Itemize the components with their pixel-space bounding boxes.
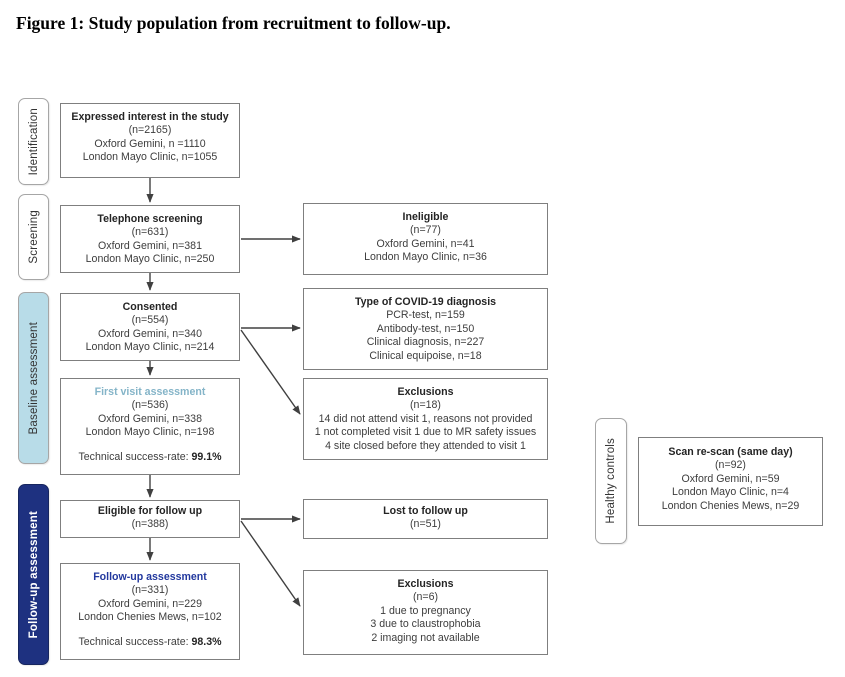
stage-healthy-controls: Healthy controls <box>595 418 627 544</box>
box-line: (n=18) <box>410 399 441 412</box>
box-line: Oxford Gemini, n=338 <box>98 412 202 425</box>
box-lines: (n=51) <box>304 518 547 531</box>
tech-value: 98.3% <box>191 635 222 648</box>
box-line: London Mayo Clinic, n=4 <box>672 486 789 499</box>
box-line: London Mayo Clinic, n=250 <box>85 253 215 266</box>
box-line: Clinical diagnosis, n=227 <box>366 336 485 349</box>
box-line: (n=536) <box>131 399 169 412</box>
box-line: 1 not completed visit 1 due to MR safety… <box>314 426 537 439</box>
stage-screening: Screening <box>18 194 49 280</box>
box-scan-rescan: Scan re-scan (same day) (n=92)Oxford Gem… <box>638 437 823 526</box>
box-line: (n=631) <box>131 226 169 239</box>
box-lines: (n=18)14 did not attend visit 1, reasons… <box>304 399 547 453</box>
box-line: London Chenies Mews, n=102 <box>78 611 222 624</box>
arrow-eligible-to-exclusions <box>240 520 301 607</box>
box-line: Oxford Gemini, n=340 <box>98 327 202 340</box>
box-line: Clinical equipoise, n=18 <box>369 349 482 362</box>
box-title: Expressed interest in the study <box>71 111 229 123</box>
tech-label: Technical success-rate: <box>78 635 192 648</box>
box-line: 14 did not attend visit 1, reasons not p… <box>318 412 533 425</box>
box-line: Oxford Gemini, n=59 <box>681 472 780 485</box>
box-title: Exclusions <box>397 386 454 398</box>
box-title: First visit assessment <box>94 386 206 398</box>
figure-title: Figure 1: Study population from recruitm… <box>16 13 451 33</box>
box-eligible-follow-up: Eligible for follow up (n=388) <box>60 500 240 538</box>
box-title: Eligible for follow up <box>97 505 203 517</box>
box-line: Oxford Gemini, n=381 <box>98 239 202 252</box>
box-first-visit-assessment: First visit assessment (n=536)Oxford Gem… <box>60 378 240 475</box>
box-line: Oxford Gemini, n=41 <box>376 237 475 250</box>
box-line: (n=77) <box>410 224 441 237</box>
box-lost-to-followup: Lost to follow up (n=51) <box>303 499 548 539</box>
stage-identification: Identification <box>18 98 49 185</box>
box-line: London Mayo Clinic, n=214 <box>85 341 215 354</box>
stage-baseline-assessment: Baseline assessment <box>18 292 49 464</box>
box-title: Consented <box>122 301 178 313</box>
box-line: (n=92) <box>715 459 746 472</box>
box-line: London Mayo Clinic, n=36 <box>364 251 487 264</box>
box-line: (n=554) <box>131 314 169 327</box>
box-line: Antibody-test, n=150 <box>376 322 475 335</box>
technical-success-rate: Technical success-rate: 99.1% <box>61 451 239 464</box>
box-line: London Chenies Mews, n=29 <box>661 499 800 512</box>
box-line: Oxford Gemini, n =1110 <box>94 137 206 150</box>
box-line: 4 site closed before they attended to vi… <box>325 439 526 452</box>
stage-followup-assessment: Follow-up assessment <box>18 484 49 665</box>
box-expressed-interest: Expressed interest in the study (n=2165)… <box>60 103 240 178</box>
box-title: Scan re-scan (same day) <box>668 446 793 458</box>
box-title: Type of COVID-19 diagnosis <box>354 296 497 308</box>
box-line: PCR-test, n=159 <box>386 309 465 322</box>
box-line: London Mayo Clinic, n=1055 <box>82 151 218 164</box>
box-line: (n=388) <box>131 518 169 531</box>
box-exclusions-baseline: Exclusions (n=18)14 did not attend visit… <box>303 378 548 460</box>
box-line: (n=51) <box>410 518 441 531</box>
tech-label: Technical success-rate: <box>78 450 192 463</box>
box-title: Exclusions <box>397 578 454 590</box>
box-line: 2 imaging not available <box>371 631 480 644</box>
box-title: Lost to follow up <box>383 505 468 517</box>
box-title: Ineligible <box>402 211 449 223</box>
box-line: 1 due to pregnancy <box>380 604 471 617</box>
box-followup-assessment: Follow-up assessment (n=331)Oxford Gemin… <box>60 563 240 660</box>
arrow-consented-to-exclusions <box>240 329 301 415</box>
tech-value: 99.1% <box>191 450 222 463</box>
box-telephone-screening: Telephone screening (n=631)Oxford Gemini… <box>60 205 240 273</box>
box-line: London Mayo Clinic, n=198 <box>85 426 215 439</box>
box-line: (n=6) <box>412 591 439 604</box>
box-covid-diagnosis: Type of COVID-19 diagnosis PCR-test, n=1… <box>303 288 548 370</box>
box-title: Follow-up assessment <box>93 571 207 583</box>
box-line: Oxford Gemini, n=229 <box>98 597 202 610</box>
box-lines: (n=388) <box>61 518 239 531</box>
box-line: 3 due to claustrophobia <box>370 618 481 631</box>
box-title: Telephone screening <box>97 213 203 225</box>
box-line: (n=2165) <box>128 124 172 137</box>
technical-success-rate: Technical success-rate: 98.3% <box>61 636 239 649</box>
box-line: (n=331) <box>131 584 169 597</box>
